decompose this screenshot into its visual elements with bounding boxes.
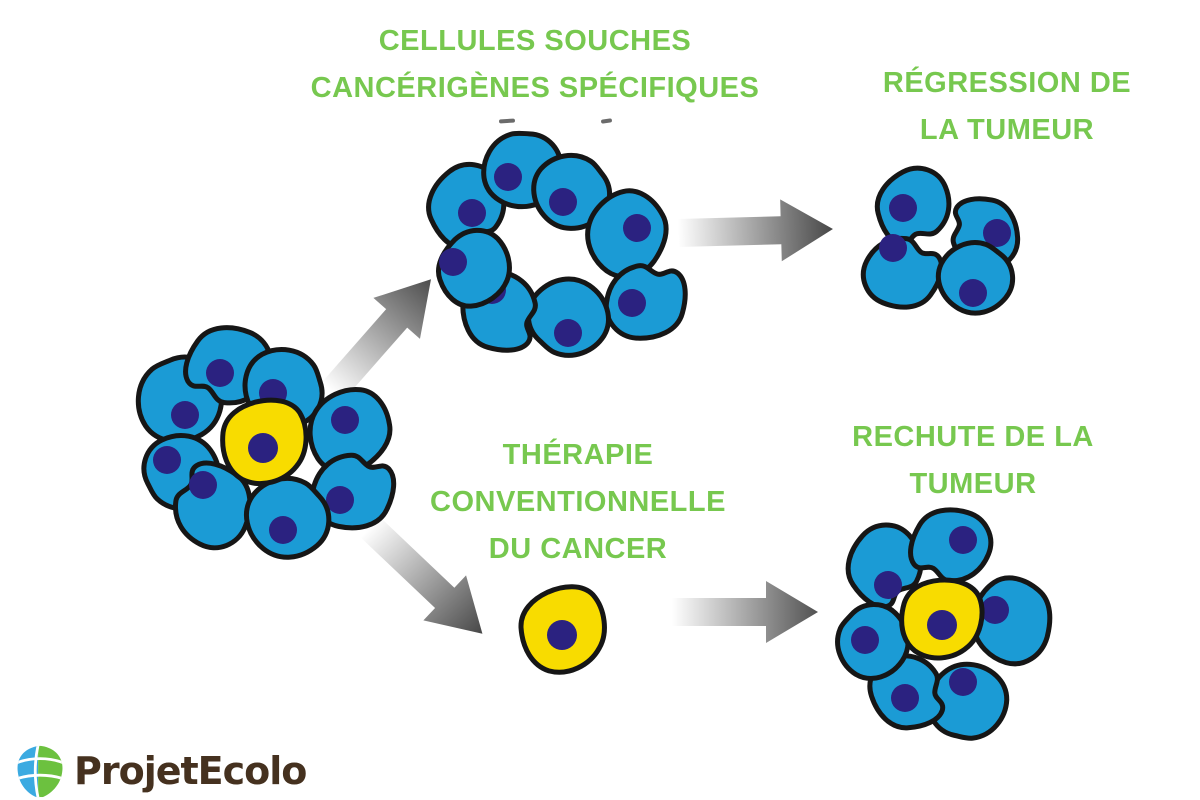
label-line: RECHUTE DE LA bbox=[852, 421, 1094, 453]
cell-nucleus bbox=[458, 199, 486, 227]
cell-nucleus bbox=[171, 401, 199, 429]
cell-nucleus bbox=[851, 626, 879, 654]
cell-nucleus bbox=[326, 486, 354, 514]
cell-nucleus bbox=[547, 620, 577, 650]
label-conventional-therapy: THÉRAPIE CONVENTIONNELLE DU CANCER bbox=[397, 432, 759, 573]
cell-nucleus bbox=[949, 668, 977, 696]
cluster-tumor-regressed bbox=[860, 165, 1021, 316]
leaf-icon bbox=[17, 745, 63, 798]
cell-nucleus bbox=[189, 471, 217, 499]
label-line: LA TUMEUR bbox=[919, 114, 1095, 146]
cell-nucleus bbox=[983, 219, 1011, 247]
blue-cell bbox=[244, 476, 332, 560]
cell-nucleus bbox=[959, 279, 987, 307]
cancer-stem-cell bbox=[899, 577, 985, 661]
arrow-to-regression bbox=[677, 199, 833, 262]
cell-nucleus bbox=[891, 684, 919, 712]
cell-nucleus bbox=[874, 571, 902, 599]
blue-cell bbox=[970, 575, 1053, 667]
cell-nucleus bbox=[949, 526, 977, 554]
cell-nucleus bbox=[153, 446, 181, 474]
arrow-to-conventional-therapy bbox=[360, 516, 483, 634]
label-line: CELLULES SOUCHES bbox=[378, 25, 692, 57]
label-line: RÉGRESSION DE bbox=[882, 67, 1132, 99]
blue-cell bbox=[436, 227, 512, 309]
blue-cell bbox=[935, 240, 1015, 316]
cluster-csc-therapy-ring bbox=[426, 130, 688, 358]
cell-nucleus bbox=[248, 433, 278, 463]
cell-nucleus bbox=[269, 516, 297, 544]
blue-cell bbox=[585, 188, 669, 280]
blue-cell bbox=[307, 387, 393, 475]
blue-cell bbox=[908, 507, 994, 584]
cell-nucleus bbox=[439, 248, 467, 276]
cell-nucleus bbox=[623, 214, 651, 242]
projetecolo-logo: ProjetEcolo bbox=[12, 742, 307, 800]
cell-nucleus bbox=[206, 359, 234, 387]
cancer-stem-cell bbox=[518, 584, 607, 675]
cluster-tumor-with-csc bbox=[135, 325, 397, 560]
arrow-to-relapse bbox=[672, 581, 818, 643]
cell-nucleus bbox=[494, 163, 522, 191]
blue-cell bbox=[874, 165, 952, 247]
arrow-to-stem-cell-therapy bbox=[321, 279, 432, 402]
label-line: THÉRAPIE bbox=[502, 439, 654, 471]
blue-cell bbox=[603, 263, 688, 341]
blue-cell bbox=[310, 452, 397, 531]
label-cancer-stem-cells: CELLULES SOUCHES CANCÉRIGÈNES SPÉCIFIQUE… bbox=[275, 18, 795, 112]
label-tumor-regression: RÉGRESSION DE LA TUMEUR bbox=[846, 60, 1168, 154]
blue-cell bbox=[860, 234, 945, 310]
cell-nucleus bbox=[889, 194, 917, 222]
logo-wordmark: ProjetEcolo bbox=[74, 749, 307, 793]
cell-nucleus bbox=[879, 234, 907, 262]
blue-cell bbox=[845, 522, 924, 610]
label-line: CANCÉRIGÈNES SPÉCIFIQUES bbox=[310, 72, 760, 104]
label-line: DU CANCER bbox=[488, 533, 668, 565]
cell-nucleus bbox=[618, 289, 646, 317]
cell-nucleus bbox=[927, 610, 957, 640]
cell-nucleus bbox=[981, 596, 1009, 624]
label-line: CONVENTIONNELLE bbox=[430, 486, 726, 518]
cell-nucleus bbox=[549, 188, 577, 216]
cluster-surviving-csc bbox=[518, 584, 607, 675]
cell-nucleus bbox=[554, 319, 582, 347]
label-tumor-relapse: RECHUTE DE LA TUMEUR bbox=[812, 414, 1134, 508]
cell-nucleus bbox=[331, 406, 359, 434]
cancer-stem-cell bbox=[220, 397, 309, 486]
blue-cell bbox=[835, 601, 911, 681]
cluster-tumor-relapsed bbox=[835, 507, 1053, 741]
label-line: TUMEUR bbox=[909, 468, 1037, 500]
